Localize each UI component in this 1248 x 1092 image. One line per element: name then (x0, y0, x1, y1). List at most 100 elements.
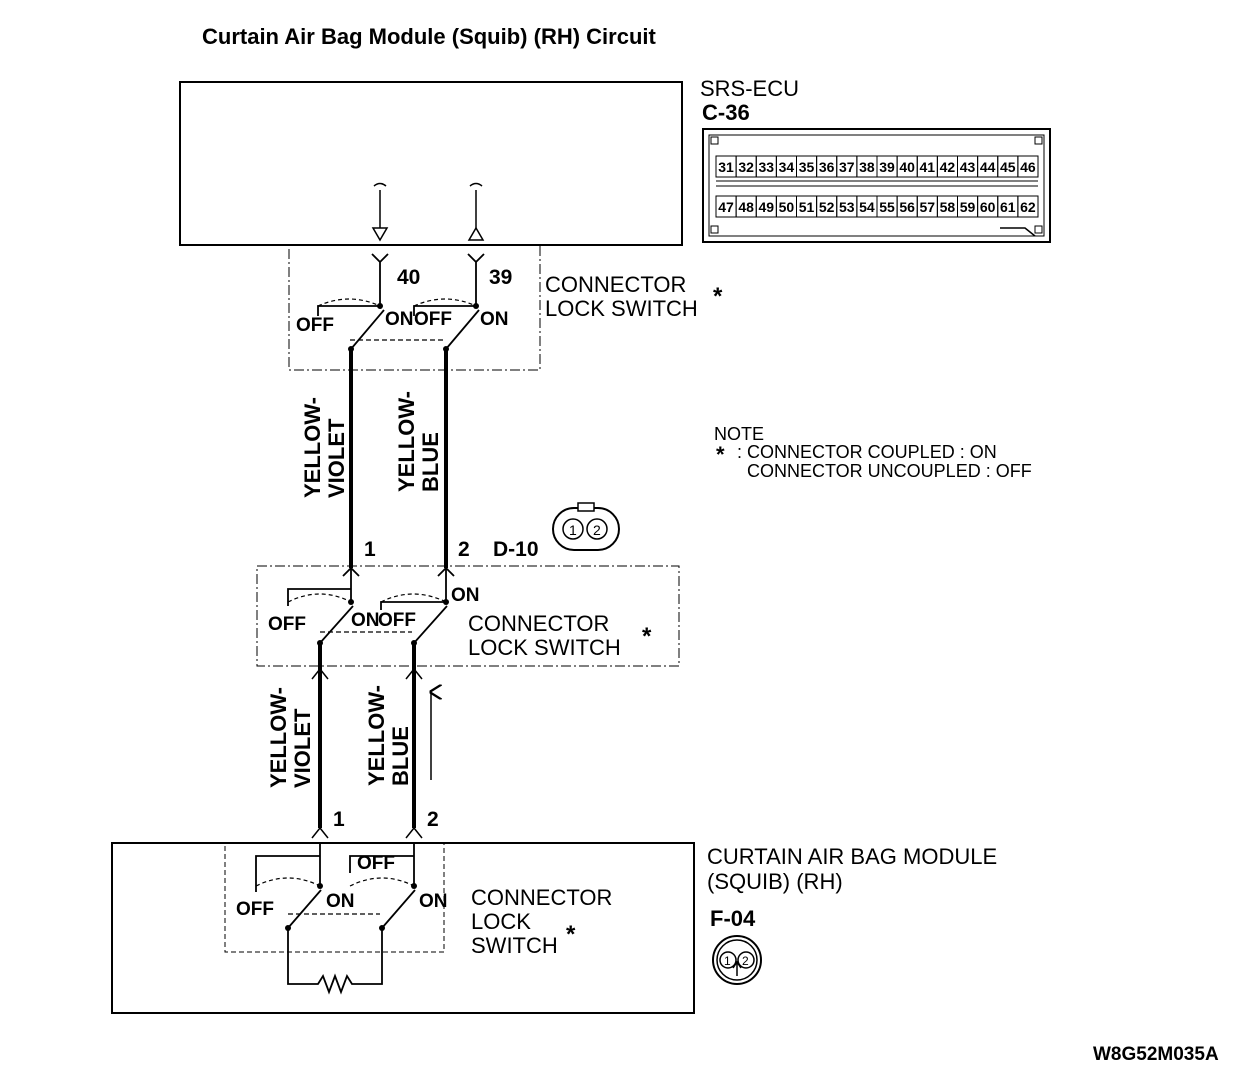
ecu-bottom-pin-cell (1017, 195, 1039, 218)
ecu-bottom-pin-number: 50 (779, 199, 795, 215)
ecu-top-pin-number: 36 (819, 159, 835, 175)
ecu-top-pin-number: 39 (879, 159, 895, 175)
switch-3-on-label-a: ON (326, 891, 355, 912)
ecu-bottom-pin-number: 49 (759, 199, 775, 215)
ecu-pin-39-label: 39 (489, 266, 512, 289)
wire-right-upper-color-2: BLUE (418, 432, 443, 492)
figure-code: W8G52M035A (1093, 1044, 1219, 1065)
ecu-bottom-pin-number: 52 (819, 199, 835, 215)
squib-resistor (287, 928, 383, 995)
ecu-bottom-pin-number: 56 (899, 199, 915, 215)
ecu-top-pin-number: 46 (1020, 159, 1036, 175)
d10-connector-icon (552, 502, 620, 551)
ecu-top-pin-number: 43 (960, 159, 976, 175)
module-name-line2: (SQUIB) (RH) (707, 869, 843, 894)
ecu-pin-40-label: 40 (397, 266, 420, 289)
switch-3-on-label-b: ON (419, 891, 448, 912)
module-connector-id: F-04 (710, 906, 756, 931)
ecu-top-pin-cell (1017, 155, 1039, 178)
ecu-bottom-pin-number: 57 (920, 199, 936, 215)
d10-icon-pin-1: 1 (569, 522, 577, 538)
note-line-1: : CONNECTOR COUPLED : ON (737, 442, 997, 462)
note-heading: NOTE (714, 424, 764, 444)
ecu-terminal-40 (371, 182, 389, 242)
ecu-bottom-pin-number: 61 (1000, 199, 1016, 215)
switch-1-blade-right (445, 309, 480, 350)
ecu-top-pin-number: 40 (899, 159, 915, 175)
wire-right-lower-color-2: BLUE (388, 726, 413, 786)
f04-pin-2-label: 2 (427, 808, 439, 831)
switch-1-label-line1: CONNECTOR (545, 272, 686, 297)
switch-2-asterisk: * (642, 623, 652, 650)
switch-3-label-line3: SWITCH (471, 933, 558, 958)
switch-1-on-label-a: ON (385, 309, 414, 330)
lock-switch-3-frame (224, 842, 445, 953)
f04-icon-pin-1: 1 (724, 954, 731, 968)
ecu-top-pin-number: 35 (799, 159, 815, 175)
ecu-top-pin-number: 32 (738, 159, 754, 175)
switch-1-off-label-b: OFF (414, 309, 452, 330)
switch-3-label-line1: CONNECTOR (471, 885, 612, 910)
switch-1-asterisk: * (713, 283, 723, 310)
ecu-bottom-pin-number: 62 (1020, 199, 1036, 215)
air-bag-module-box (111, 842, 695, 1014)
ecu-bottom-pin-number: 54 (859, 199, 875, 215)
switch-2-off-label-a: OFF (268, 614, 306, 635)
wire-left-upper-color-2: VIOLET (324, 418, 349, 498)
d10-connector-id: D-10 (493, 538, 539, 561)
ecu-connector-id: C-36 (702, 100, 750, 125)
ecu-top-pin-number: 38 (859, 159, 875, 175)
ecu-top-pin-number: 31 (718, 159, 734, 175)
ecu-bottom-pin-number: 48 (738, 199, 754, 215)
ecu-top-pin-number: 34 (779, 159, 795, 175)
switch-1-on-label-b: ON (480, 309, 509, 330)
ecu-name: SRS-ECU (700, 76, 799, 101)
wire-left-lower-color-2: VIOLET (290, 708, 315, 788)
ecu-top-pin-number: 42 (940, 159, 956, 175)
d10-pin-2-label: 2 (458, 538, 470, 561)
switch-1-blade-left (350, 309, 385, 350)
ecu-bottom-pin-number: 60 (980, 199, 996, 215)
switch-2-on-label-b: ON (451, 585, 480, 606)
ecu-bottom-pin-number: 58 (940, 199, 956, 215)
switch-1-label-line2: LOCK SWITCH (545, 296, 698, 321)
switch-3-label-line2: LOCK (471, 909, 531, 934)
f04-connector-icon (712, 935, 762, 985)
note-line-2: CONNECTOR UNCOUPLED : OFF (747, 461, 1032, 481)
lock-switch-2-frame (256, 565, 680, 667)
ecu-top-pin-number: 41 (920, 159, 936, 175)
diagram-title: Curtain Air Bag Module (Squib) (RH) Circ… (202, 24, 656, 49)
ecu-bottom-pin-number: 55 (879, 199, 895, 215)
d10-icon-pin-2: 2 (593, 522, 601, 538)
switch-2-label-line2: LOCK SWITCH (468, 635, 621, 660)
ecu-bottom-pin-number: 53 (839, 199, 855, 215)
switch-2-off-label-b: OFF (378, 610, 416, 631)
ecu-bottom-pin-number: 59 (960, 199, 976, 215)
wire-left-lower-color-1: YELLOW- (266, 687, 291, 788)
note-asterisk: * (716, 442, 725, 467)
ecu-top-pin-number: 33 (759, 159, 775, 175)
module-name-line1: CURTAIN AIR BAG MODULE (707, 844, 997, 869)
lock-switch-1-frame (288, 244, 541, 371)
ecu-top-pin-number: 37 (839, 159, 855, 175)
switch-2-label-line1: CONNECTOR (468, 611, 609, 636)
ecu-box (179, 81, 683, 246)
ecu-top-pin-number: 44 (980, 159, 996, 175)
ecu-bottom-pin-number: 47 (718, 199, 734, 215)
switch-3-asterisk: * (566, 921, 576, 948)
wire-right-upper-color-1: YELLOW- (394, 391, 419, 492)
f04-icon-pin-2: 2 (742, 954, 749, 968)
ecu-pin-39-fork (467, 253, 485, 306)
f04-pin-1-label: 1 (333, 808, 345, 831)
switch-3-off-label-a: OFF (236, 899, 274, 920)
ecu-terminal-39 (467, 182, 485, 241)
ecu-top-pin-number: 45 (1000, 159, 1016, 175)
wire-left-upper-color-1: YELLOW- (300, 397, 325, 498)
ecu-pin-40-fork (371, 253, 389, 306)
switch-2-on-label-a: ON (351, 610, 380, 631)
wire-right-lower-color-1: YELLOW- (364, 685, 389, 786)
d10-pin-1-label: 1 (364, 538, 376, 561)
switch-3-off-label-b: OFF (357, 853, 395, 874)
